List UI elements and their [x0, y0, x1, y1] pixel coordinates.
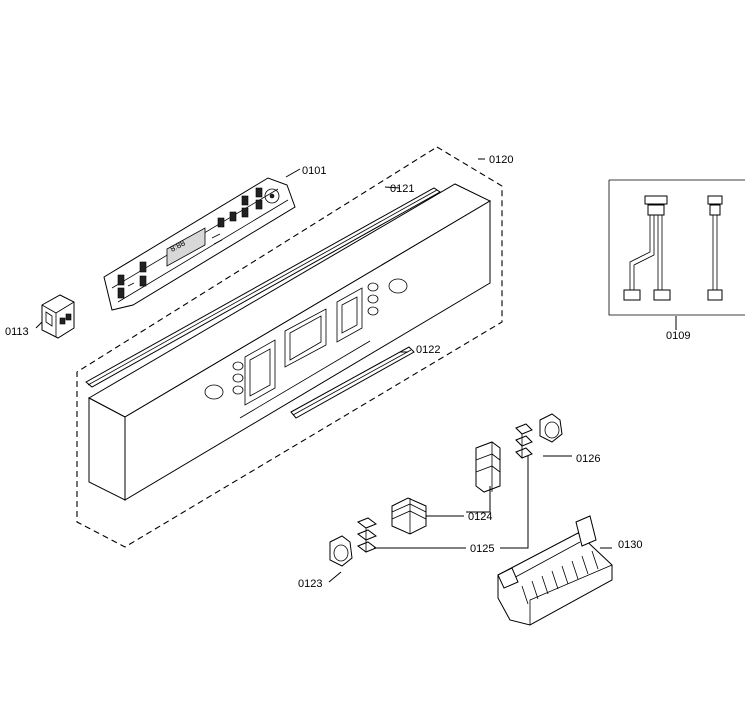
label-0126: 0126 [576, 453, 600, 465]
wiring-harness [608, 179, 745, 316]
keys-0125-upper [515, 423, 533, 459]
label-0125: 0125 [470, 543, 494, 555]
label-0122: 0122 [416, 344, 440, 356]
knob-0123 [329, 535, 353, 567]
trim-strip [85, 187, 441, 388]
leader-lines [35, 158, 677, 583]
knob-0126 [539, 413, 563, 443]
label-0123: 0123 [298, 578, 322, 590]
keys-0125-lower [356, 517, 378, 553]
label-0121: 0121 [390, 183, 414, 195]
buttons-0124-upper [475, 441, 501, 493]
control-panel [87, 183, 492, 501]
group-0120-boundary [76, 146, 503, 548]
label-0113: 0113 [5, 326, 29, 338]
handle-bar [290, 346, 415, 419]
label-0109: 0109 [666, 330, 690, 342]
label-0101: 0101 [302, 165, 326, 177]
buttons-0124-lower [391, 497, 427, 535]
button-carrier [497, 515, 613, 626]
label-0120: 0120 [489, 154, 513, 166]
bracket-part [41, 294, 75, 339]
electronic-module: 8:88 [103, 177, 296, 311]
label-0124: 0124 [468, 511, 492, 523]
label-0130: 0130 [618, 539, 642, 551]
